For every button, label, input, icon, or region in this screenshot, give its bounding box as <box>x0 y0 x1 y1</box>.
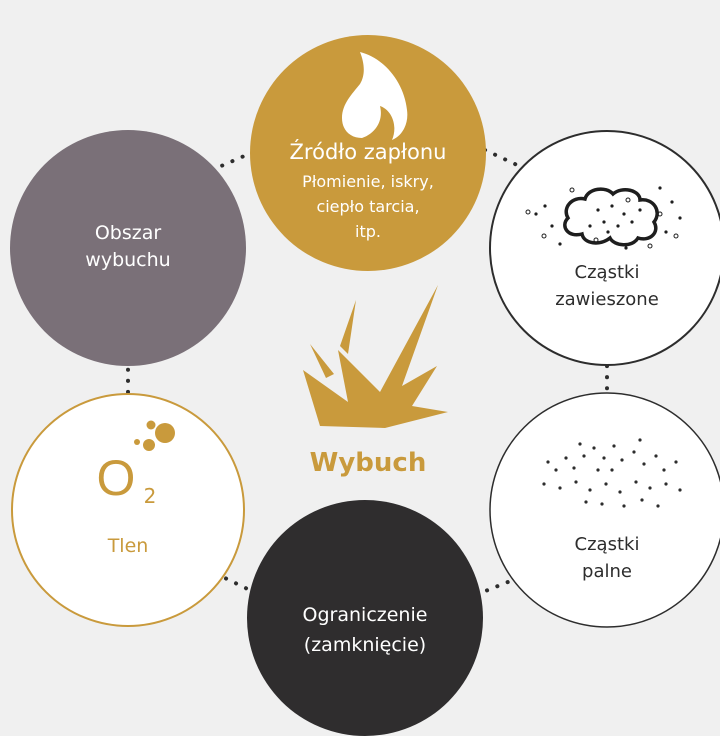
oxygen-label: Tlen <box>68 535 188 557</box>
area-line-2: wybuchu <box>58 249 198 271</box>
ignition-line-2: ciepło tarcia, <box>258 197 478 216</box>
node-suspended-circle <box>490 131 720 365</box>
oxygen-subscript: 2 <box>138 484 162 508</box>
explosion-icon <box>303 285 448 428</box>
combustible-line-1: Cząstki <box>517 534 697 555</box>
node-combustible-circle <box>490 393 720 627</box>
ignition-line-1: Płomienie, iskry, <box>258 172 478 191</box>
ignition-title: Źródło zapłonu <box>258 140 478 164</box>
area-line-1: Obszar <box>58 222 198 244</box>
confinement-line-1: Ograniczenie <box>265 604 465 626</box>
oxygen-formula: O <box>92 448 140 508</box>
suspended-line-1: Cząstki <box>517 262 697 283</box>
confinement-line-2: (zamknięcie) <box>265 634 465 656</box>
node-oxygen-circle <box>12 394 244 626</box>
center-label: Wybuch <box>268 448 468 478</box>
combustible-line-2: palne <box>517 561 697 582</box>
node-area-circle <box>10 130 246 366</box>
suspended-line-2: zawieszone <box>517 289 697 310</box>
ignition-line-3: itp. <box>258 222 478 241</box>
